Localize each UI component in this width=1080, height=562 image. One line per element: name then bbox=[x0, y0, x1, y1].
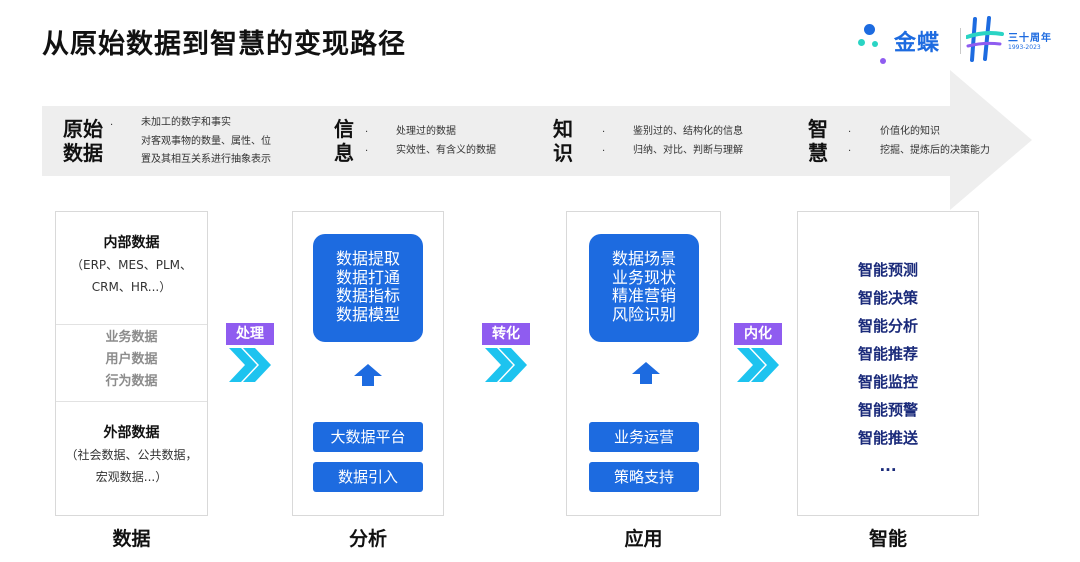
analysis-capability: 数据指标 bbox=[335, 286, 400, 305]
stage-title-raw-data: 原始 数据 bbox=[60, 117, 106, 165]
data-import-button: 数据引入 bbox=[313, 462, 423, 492]
application-scenarios-block: 数据场景 业务现状 精准营销 风险识别 bbox=[589, 234, 699, 342]
connector-label-internalize: 内化 bbox=[734, 323, 782, 345]
anniversary-h-icon bbox=[966, 16, 1004, 62]
card-label-analysis: 分析 bbox=[348, 528, 387, 550]
data-type-item: 业务数据 bbox=[105, 330, 158, 345]
card-label-application: 应用 bbox=[624, 528, 663, 550]
data-type-item: 行为数据 bbox=[105, 374, 158, 389]
connector-arrow-icon bbox=[485, 348, 527, 382]
stage-title-line: 数据 bbox=[63, 141, 103, 165]
logo-anniversary: 三十周年 bbox=[1008, 33, 1052, 44]
stage-title-wisdom: 智 慧 bbox=[806, 117, 830, 165]
card-intelligence: 智能预测 智能决策 智能分析 智能推荐 智能监控 智能预警 智能推送 ... bbox=[797, 211, 979, 516]
bullet-dot: · bbox=[365, 127, 369, 138]
bullet-dot: · bbox=[110, 120, 114, 131]
kingdee-logo: 金蝶 三十周年 1993-2023 bbox=[856, 16, 1066, 68]
intelligence-item: 智能分析 bbox=[857, 317, 918, 335]
bullet-dot: · bbox=[848, 127, 852, 138]
external-data-line: 宏观数据...） bbox=[95, 470, 168, 484]
stage-title-line: 息 bbox=[334, 141, 354, 165]
intelligence-item: 智能预警 bbox=[857, 401, 918, 419]
bullet-dot: · bbox=[848, 146, 852, 157]
data-types-section: 业务数据 用户数据 行为数据 bbox=[56, 327, 207, 393]
internal-data-section: 内部数据 （ERP、MES、PLM、 CRM、HR...） bbox=[56, 232, 207, 298]
big-data-platform-button: 大数据平台 bbox=[313, 422, 423, 452]
logo-dot-icon bbox=[880, 58, 886, 64]
stage-title-line: 信 bbox=[334, 117, 354, 141]
intelligence-item: 智能推荐 bbox=[857, 345, 918, 363]
bullet-dot: · bbox=[602, 146, 606, 157]
application-scenario: 数据场景 bbox=[611, 249, 676, 268]
intelligence-item: 智能监控 bbox=[857, 373, 918, 391]
data-type-item: 用户数据 bbox=[105, 352, 158, 367]
stage-desc-knowledge: 鉴别过的、结构化的信息 归纳、对比、判断与理解 bbox=[633, 123, 743, 160]
stage-desc-line: 实效性、有含义的数据 bbox=[396, 144, 496, 156]
application-scenario: 精准营销 bbox=[611, 286, 676, 305]
external-data-heading: 外部数据 bbox=[103, 425, 160, 441]
card-label-intelligence: 智能 bbox=[868, 528, 907, 550]
stage-desc-line: 归纳、对比、判断与理解 bbox=[633, 144, 743, 156]
analysis-capability: 数据模型 bbox=[335, 304, 400, 324]
stage-desc-line: 价值化的知识 bbox=[880, 126, 940, 137]
connector-arrow-icon bbox=[229, 348, 271, 382]
logo-dot-icon bbox=[864, 24, 875, 35]
stage-desc-line: 置及其相互关系进行抽象表示 bbox=[141, 154, 271, 165]
stage-desc-raw-data: 未加工的数字和事实 对客观事物的数量、属性、位 置及其相互关系进行抽象表示 bbox=[141, 114, 271, 170]
bullet-dot: · bbox=[602, 127, 606, 138]
stage-title-line: 识 bbox=[553, 141, 573, 165]
card-analysis: 数据提取 数据打通 数据指标 数据模型 大数据平台 数据引入 bbox=[292, 211, 444, 516]
stage-desc-line: 对客观事物的数量、属性、位 bbox=[141, 135, 271, 147]
progression-band: 原始 数据 · 未加工的数字和事实 对客观事物的数量、属性、位 置及其相互关系进… bbox=[42, 70, 1032, 212]
up-arrow-icon bbox=[354, 364, 382, 386]
stage-title-line: 智 bbox=[808, 117, 828, 141]
application-scenario: 业务现状 bbox=[611, 267, 676, 287]
intelligence-item: 智能推送 bbox=[857, 429, 918, 447]
external-data-line: （社会数据、公共数据， bbox=[65, 448, 198, 462]
section-divider bbox=[56, 401, 207, 402]
internal-data-line: CRM、HR...） bbox=[91, 280, 172, 294]
logo-divider bbox=[960, 28, 961, 54]
external-data-section: 外部数据 （社会数据、公共数据， 宏观数据...） bbox=[56, 422, 207, 488]
section-divider bbox=[56, 324, 207, 325]
up-arrow-icon bbox=[632, 362, 660, 384]
analysis-capability: 数据提取 bbox=[335, 249, 400, 268]
stage-title-line: 知 bbox=[553, 117, 573, 141]
intelligence-item: 智能预测 bbox=[857, 261, 918, 279]
intelligence-more: ... bbox=[879, 457, 897, 475]
internal-data-heading: 内部数据 bbox=[103, 235, 160, 251]
connector-arrow-icon bbox=[737, 348, 779, 382]
connector-label-process: 处理 bbox=[226, 323, 274, 345]
logo-dot-icon bbox=[858, 39, 865, 46]
application-scenario: 风险识别 bbox=[611, 304, 676, 324]
analysis-capability: 数据打通 bbox=[335, 267, 400, 287]
strategy-support-button: 策略支持 bbox=[589, 462, 699, 492]
bullet-dot: · bbox=[365, 146, 369, 157]
card-label-data: 数据 bbox=[112, 528, 151, 550]
page-title: 从原始数据到智慧的变现路径 bbox=[42, 29, 406, 60]
stage-title-line: 原始 bbox=[63, 117, 103, 141]
stage-title-knowledge: 知 识 bbox=[551, 117, 575, 165]
card-data: 内部数据 （ERP、MES、PLM、 CRM、HR...） 业务数据 用户数据 … bbox=[55, 211, 208, 516]
stage-desc-line: 处理过的数据 bbox=[396, 126, 456, 137]
stage-desc-line: 未加工的数字和事实 bbox=[141, 117, 231, 128]
intelligence-item: 智能决策 bbox=[857, 289, 918, 307]
stage-desc-line: 挖掘、提炼后的决策能力 bbox=[880, 144, 990, 156]
business-operations-button: 业务运营 bbox=[589, 422, 699, 452]
analysis-capabilities-block: 数据提取 数据打通 数据指标 数据模型 bbox=[313, 234, 423, 342]
stage-title-line: 慧 bbox=[808, 141, 828, 165]
stage-title-information: 信 息 bbox=[332, 117, 356, 165]
connector-label-transform: 转化 bbox=[482, 323, 530, 345]
internal-data-line: （ERP、MES、PLM、 bbox=[71, 258, 192, 272]
card-application: 数据场景 业务现状 精准营销 风险识别 业务运营 策略支持 bbox=[566, 211, 721, 516]
logo-brand: 金蝶 bbox=[894, 31, 941, 56]
stage-desc-information: 处理过的数据 实效性、有含义的数据 bbox=[396, 123, 496, 160]
logo-years: 1993-2023 bbox=[1008, 44, 1041, 51]
stage-desc-line: 鉴别过的、结构化的信息 bbox=[633, 126, 743, 137]
stage-desc-wisdom: 价值化的知识 挖掘、提炼后的决策能力 bbox=[880, 123, 990, 160]
logo-dot-icon bbox=[872, 41, 878, 47]
progression-arrow-shape bbox=[42, 70, 1032, 210]
